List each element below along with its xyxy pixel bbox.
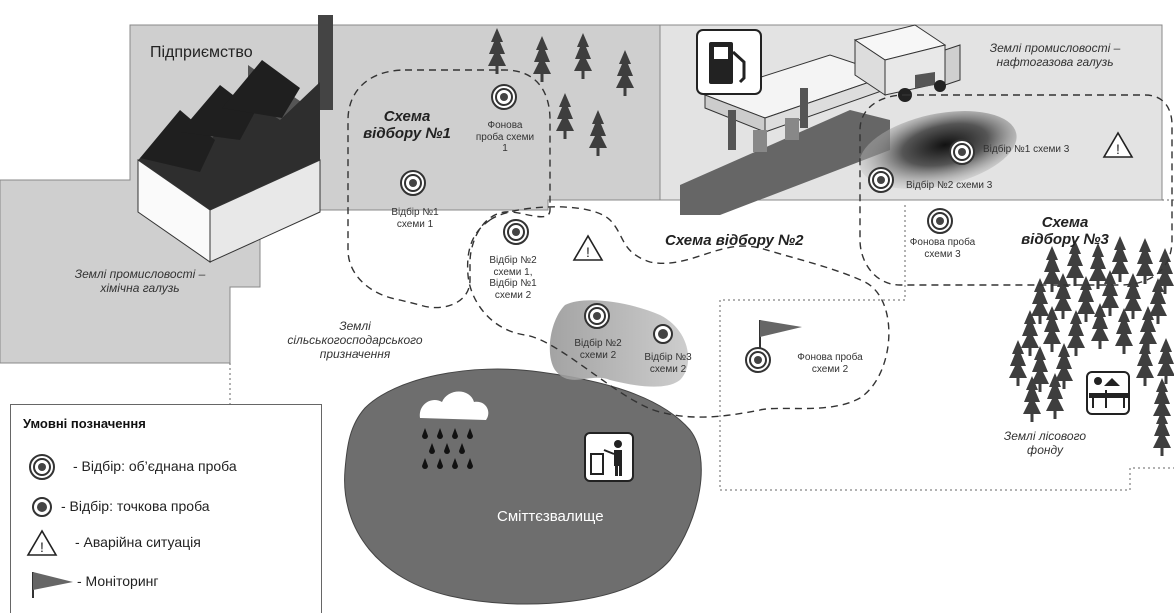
oil-spill-zone: [859, 111, 1017, 189]
rain-cloud-icon: [419, 391, 489, 469]
agricultural-pollution-zone: [549, 300, 689, 387]
picnic-icon: [1086, 371, 1130, 415]
sample-2-scheme-3-label: Відбір №2 схеми 3: [906, 180, 993, 191]
legend-label: - Відбір: об’єднана проба: [73, 458, 237, 474]
combined-sample-marker: [949, 139, 975, 165]
chemical-land-label: Землі промисловості –хімічна галузь: [74, 267, 206, 295]
gas-station-icon: [680, 29, 892, 215]
scheme-1-boundary: [347, 69, 551, 309]
combined-sample-marker: [491, 84, 517, 110]
combined-sample-marker: [584, 303, 610, 329]
scheme-2-title: Схема відбору №2: [665, 232, 804, 249]
combined-sample-marker: [400, 170, 426, 196]
warning-icon: !: [26, 529, 58, 556]
combined-sample-marker: [927, 208, 953, 234]
combined-sample-icon: [29, 454, 55, 480]
legend-title: Умовні позначення: [23, 416, 146, 431]
oil-gas-land-label: Землі промисловості –нафтогазова галузь: [989, 41, 1121, 69]
flag-icon: [32, 572, 73, 598]
legend-label: - Моніторинг: [77, 573, 159, 589]
legend-label: - Відбір: точкова проба: [61, 498, 210, 514]
forest-boundary: [719, 205, 1174, 491]
warning-icon: !: [572, 234, 604, 261]
combined-sample-marker: [745, 347, 771, 373]
point-sample-icon: [32, 497, 52, 517]
scheme-2-boundary: [466, 206, 890, 418]
combined-sample-marker: [868, 167, 894, 193]
sample-1-scheme-3-label: Відбір №1 схеми 3: [983, 144, 1070, 155]
svg-text:!: !: [586, 244, 590, 260]
legend-panel: Умовні позначення - Відбір: об’єднана пр…: [10, 404, 322, 613]
truck-icon: [853, 24, 961, 102]
scheme-3-boundary: [859, 94, 1173, 286]
enterprise-label: Підприємство: [150, 44, 253, 61]
factory-icon: [137, 15, 333, 263]
point-sample-marker: [653, 324, 673, 344]
landfill-label: Сміттєзвалище: [497, 508, 604, 525]
svg-text:!: !: [40, 539, 44, 555]
landfill-zone: [344, 368, 702, 605]
forest-trees: [1009, 236, 1174, 456]
warning-icon: !: [1102, 131, 1134, 158]
svg-text:!: !: [1116, 141, 1120, 157]
monitoring-flag-icon: [759, 320, 802, 348]
trash-icon: [584, 432, 634, 482]
legend-label: - Аварійна ситуація: [75, 534, 201, 550]
combined-sample-marker: [503, 219, 529, 245]
